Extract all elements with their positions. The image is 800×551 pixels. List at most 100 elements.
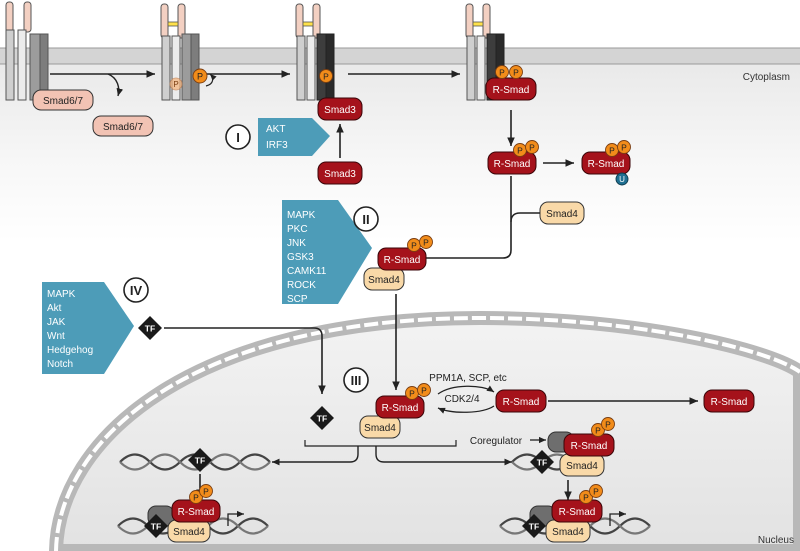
nuclear-envelope	[48, 310, 800, 551]
svg-text:Smad4: Smad4	[546, 209, 578, 220]
svg-text:R-Smad: R-Smad	[711, 397, 748, 408]
panel-i-kinases: AKT IRF3	[258, 118, 330, 156]
svg-text:P: P	[499, 68, 505, 78]
svg-text:MAPK: MAPK	[287, 210, 316, 221]
svg-text:IV: IV	[130, 283, 143, 298]
svg-text:CAMK11: CAMK11	[287, 266, 327, 277]
roman-i-badge: I	[225, 124, 251, 150]
svg-text:R-Smad: R-Smad	[178, 507, 215, 518]
cdk-label: CDK2/4	[444, 394, 479, 405]
svg-text:P: P	[193, 493, 199, 503]
svg-text:Smad4: Smad4	[173, 527, 205, 538]
panel-ii-kinases: MAPK PKC JNK GSK3 CAMK11 ROCK SCP	[282, 200, 372, 305]
nucleus-label: Nucleus	[758, 535, 794, 546]
smad3-cytoplasmic: Smad3	[317, 161, 363, 185]
svg-text:Smad4: Smad4	[552, 527, 584, 538]
rsmad-smad4-nuclear: Smad4 R-Smad P P	[359, 383, 431, 439]
svg-text:III: III	[351, 373, 362, 388]
svg-text:Notch: Notch	[47, 359, 73, 370]
svg-text:TF: TF	[195, 456, 205, 466]
svg-text:GSK3: GSK3	[287, 252, 314, 263]
svg-text:P: P	[583, 493, 589, 503]
smad3-docked: Smad3 P	[317, 69, 363, 121]
receptor-ligand-bound	[160, 3, 200, 101]
svg-text:P: P	[595, 426, 601, 436]
svg-text:P: P	[421, 386, 427, 396]
rsmad-receptor-bound: R-Smad P P	[485, 65, 537, 101]
svg-text:Smad4: Smad4	[364, 423, 396, 434]
svg-text:R-Smad: R-Smad	[493, 85, 530, 96]
tf-nuclear: TF	[310, 406, 334, 430]
svg-text:Smad4: Smad4	[368, 275, 400, 286]
svg-text:P: P	[203, 487, 209, 497]
rsmad-phosphorylated: R-Smad P P	[487, 140, 539, 175]
svg-text:P: P	[409, 389, 415, 399]
tf-cytoplasmic: TF	[138, 316, 162, 340]
svg-text:I: I	[236, 130, 240, 145]
roman-iv-badge: IV	[123, 277, 149, 303]
svg-text:Smad3: Smad3	[324, 105, 356, 116]
svg-text:R-Smad: R-Smad	[494, 159, 531, 170]
svg-text:TF: TF	[317, 414, 327, 424]
svg-text:R-Smad: R-Smad	[571, 441, 608, 452]
svg-text:SCP: SCP	[287, 294, 308, 305]
tf-dna-left-top: TF	[188, 448, 212, 472]
phosphatases-label: PPM1A, SCP, etc	[429, 373, 507, 384]
rsmad-dephosphorylated: R-Smad	[495, 389, 547, 413]
svg-text:P: P	[323, 72, 329, 82]
svg-text:Smad3: Smad3	[324, 169, 356, 180]
svg-text:P: P	[423, 238, 429, 248]
svg-text:P: P	[529, 143, 535, 153]
svg-text:PKC: PKC	[287, 224, 308, 235]
svg-text:R-Smad: R-Smad	[382, 403, 419, 414]
svg-text:Hedgehog: Hedgehog	[47, 345, 93, 356]
svg-text:P: P	[411, 241, 417, 251]
svg-text:P: P	[605, 420, 611, 430]
svg-text:AKT: AKT	[266, 124, 285, 135]
transcription-complex-right: Smad4 R-Smad P P TF	[522, 484, 626, 543]
cytoplasm-region	[0, 62, 800, 242]
svg-text:Smad4: Smad4	[566, 461, 598, 472]
receptor-smad3-docked	[295, 3, 335, 101]
svg-text:R-Smad: R-Smad	[559, 507, 596, 518]
svg-text:P: P	[513, 68, 519, 78]
svg-text:ROCK: ROCK	[287, 280, 316, 291]
svg-text:R-Smad: R-Smad	[503, 397, 540, 408]
svg-text:IRF3: IRF3	[266, 140, 288, 151]
svg-text:TF: TF	[529, 522, 539, 532]
roman-iii-badge: III	[343, 367, 369, 393]
svg-text:TF: TF	[145, 324, 155, 334]
smad4-free: Smad4	[539, 201, 585, 225]
svg-text:TF: TF	[537, 458, 547, 468]
panel-iv-pathways: MAPK Akt JAK Wnt Hedgehog Notch	[42, 282, 134, 374]
svg-text:Akt: Akt	[47, 303, 62, 314]
plasma-membrane	[0, 48, 800, 64]
svg-text:R-Smad: R-Smad	[384, 255, 421, 266]
svg-text:Wnt: Wnt	[47, 331, 65, 342]
rsmad-ubiquitinated: R-Smad P P U	[581, 140, 631, 186]
svg-text:P: P	[517, 146, 523, 156]
svg-text:R-Smad: R-Smad	[588, 159, 625, 170]
svg-text:JAK: JAK	[47, 317, 66, 328]
smad67-bound: Smad6/7	[32, 89, 94, 111]
phospho-receptor: P	[192, 68, 208, 84]
transcription-complex-left: Smad4 R-Smad P P TF	[144, 484, 244, 543]
rsmad-exported: R-Smad	[703, 389, 755, 413]
phospho-faded: P	[169, 77, 183, 91]
coregulator-complex: Smad4 R-Smad P P TF	[530, 417, 615, 477]
smad67-released-label: Smad6/7	[103, 122, 143, 133]
svg-text:U: U	[619, 175, 625, 184]
svg-text:MAPK: MAPK	[47, 289, 76, 300]
receptor-inactive	[5, 1, 49, 101]
smad67-bound-label: Smad6/7	[43, 96, 83, 107]
coregulator-label: Coregulator	[470, 436, 523, 447]
svg-text:P: P	[621, 143, 627, 153]
roman-ii-badge: II	[353, 206, 379, 232]
rsmad-smad4-complex: Smad4 R-Smad P P	[363, 235, 433, 291]
svg-text:P: P	[197, 72, 203, 82]
svg-text:P: P	[173, 80, 178, 89]
svg-text:P: P	[593, 487, 599, 497]
svg-text:P: P	[609, 146, 615, 156]
